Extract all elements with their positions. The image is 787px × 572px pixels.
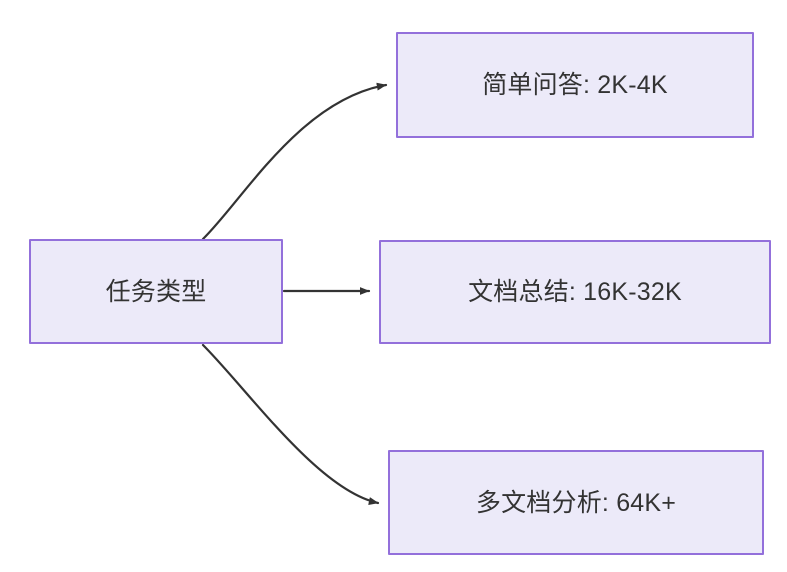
node-document-summary[interactable]: 文档总结: 16K-32K xyxy=(379,240,771,344)
node-multi-document-analysis-label: 多文档分析: 64K+ xyxy=(475,488,677,517)
node-document-summary-label: 文档总结: 16K-32K xyxy=(468,278,682,306)
node-multi-document-analysis[interactable]: 多文档分析: 64K+ xyxy=(388,450,764,555)
node-task-type[interactable]: 任务类型 xyxy=(29,239,283,344)
node-simple-qa[interactable]: 简单问答: 2K-4K xyxy=(396,32,754,138)
edge-root-to-simple-qa xyxy=(201,82,388,241)
node-task-type-label: 任务类型 xyxy=(105,277,207,306)
node-simple-qa-label: 简单问答: 2K-4K xyxy=(482,71,668,99)
edge-root-to-multi-doc xyxy=(201,343,380,505)
